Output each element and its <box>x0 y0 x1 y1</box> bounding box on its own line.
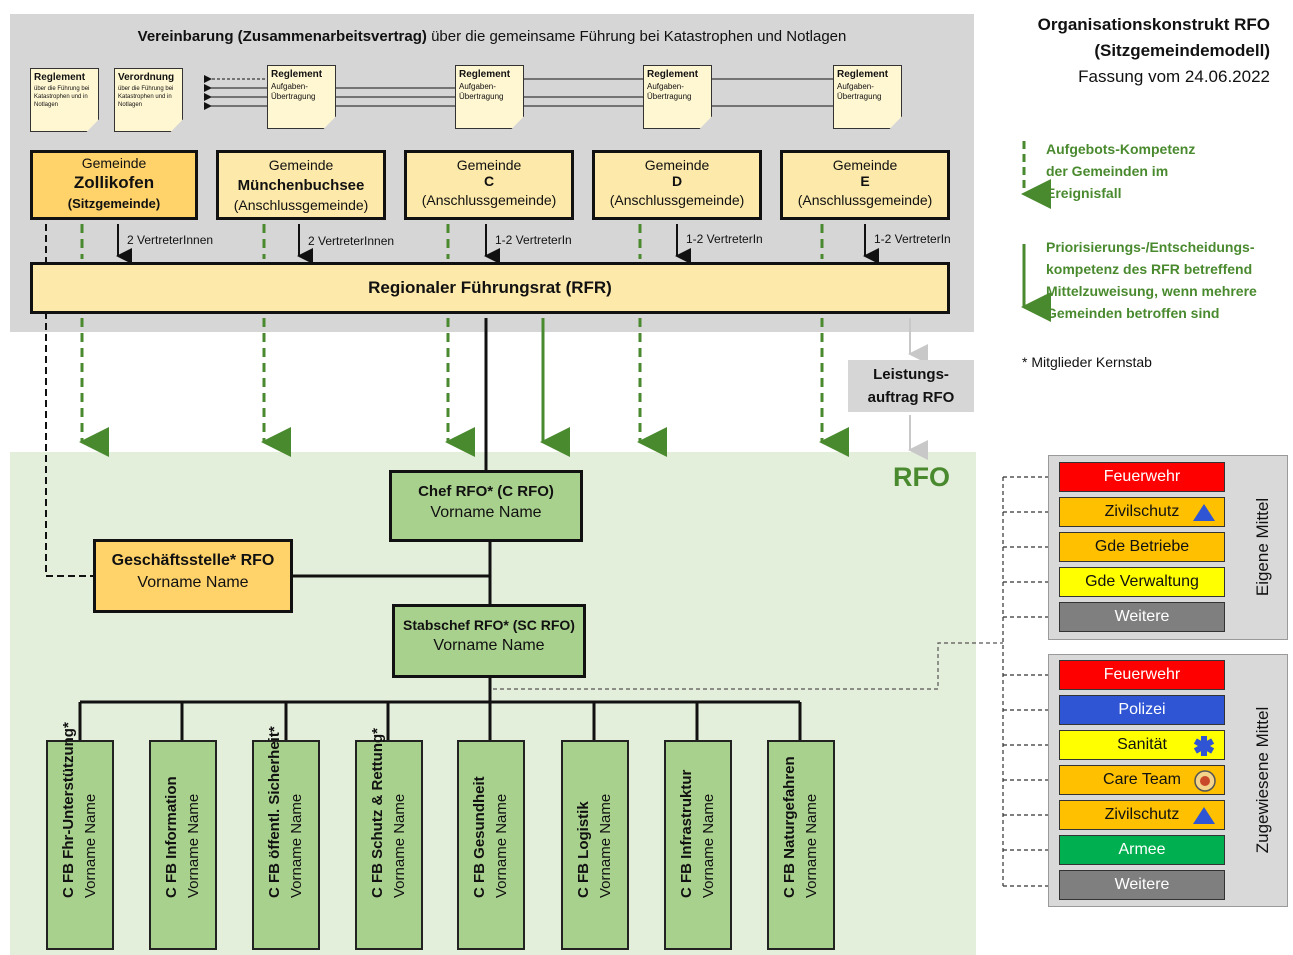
triangle-icon <box>1193 807 1215 824</box>
agreement-title: Vereinbarung (Zusammenarbeitsvertrag) üb… <box>137 28 847 45</box>
document-title: Organisationskonstrukt RFO (Sitzgemeinde… <box>1037 15 1270 86</box>
gemeinde-c: Gemeinde C (Anschlussgemeinde) <box>404 150 574 220</box>
legend-kernstab-note: * Mitglieder Kernstab <box>1022 354 1152 370</box>
resource-polizei: Polizei <box>1059 695 1225 725</box>
resource-armee: Armee <box>1059 835 1225 865</box>
legend-aufgebots-kompetenz: Aufgebots-Kompetenz der Gemeinden im Ere… <box>1046 141 1196 201</box>
resource-weitere-zugewiesen: Weitere <box>1059 870 1225 900</box>
resource-sanitaet: Sanität <box>1059 730 1225 760</box>
regionaler-fuehrungsrat: Regionaler Führungsrat (RFR) <box>30 262 950 314</box>
zugewiesene-mittel-label: Zugewiesene Mittel <box>1253 706 1272 854</box>
sitzgemeinde-dashed-line <box>45 224 93 577</box>
resource-gde-verwaltung: Gde Verwaltung <box>1059 567 1225 597</box>
geschaeftsstelle-name: Vorname Name <box>137 574 249 591</box>
resource-zivilschutz-eigen: Zivilschutz <box>1059 497 1225 527</box>
fachbereich-schutz-rettung: C FB Schutz & Rettung*Vorname Name <box>355 728 423 950</box>
gemeinde-e: Gemeinde E (Anschlussgemeinde) <box>780 150 950 220</box>
geschaeftsstelle-title: Geschäftsstelle* RFO <box>111 552 275 569</box>
gemeinde-d: Gemeinde D (Anschlussgemeinde) <box>592 150 762 220</box>
fachbereich-oeffentl-sicherheit: C FB öffentl. Sicherheit*Vorname Name <box>252 726 320 950</box>
fachbereich-fhr-unterstuetzung: C FB Fhr-Unterstützung*Vorname Name <box>46 722 114 950</box>
chef-rfo-box: Chef RFO* (C RFO) Vorname Name <box>389 470 583 542</box>
rfo-label: RFO <box>893 462 950 492</box>
resource-zivilschutz-zugewiesen: Zivilschutz <box>1059 800 1225 830</box>
leistungsauftrag-box: Leistungs- auftrag RFO <box>848 360 974 412</box>
delegates-label-d: 1-2 VertreterIn <box>686 232 763 246</box>
resource-feuerwehr-zugewiesen: Feuerwehr <box>1059 660 1225 690</box>
resource-gde-betriebe: Gde Betriebe <box>1059 532 1225 562</box>
stabschef-rfo-name: Vorname Name <box>433 637 545 654</box>
org-lines <box>78 318 802 740</box>
green-dashed-top <box>80 224 824 259</box>
resource-care-team: Care Team <box>1059 765 1225 795</box>
chef-rfo-name: Vorname Name <box>430 504 542 521</box>
delegates-label-zollikofen: 2 VertreterInnen <box>127 233 214 247</box>
geschaeftsstelle-box: Geschäftsstelle* RFO Vorname Name <box>93 539 293 613</box>
gemeinde-muenchenbuchsee: Gemeinde Münchenbuchsee (Anschlussgemein… <box>216 150 386 220</box>
chef-rfo-title: Chef RFO* (C RFO) <box>418 483 554 500</box>
delegate-arrows <box>116 224 879 264</box>
delegates-label-muenchenbuchsee: 2 VertreterInnen <box>308 234 395 248</box>
legend-priorisierungs-kompetenz: Priorisierungs-/Entscheidungs- kompetenz… <box>1046 239 1257 321</box>
triangle-icon <box>1193 504 1215 521</box>
care-team-icon <box>1194 770 1216 792</box>
resource-feuerwehr-eigen: Feuerwehr <box>1059 462 1225 492</box>
aufgebot-arrows <box>79 318 849 457</box>
resource-weitere-eigen: Weitere <box>1059 602 1225 632</box>
star-of-life-icon <box>1193 736 1215 756</box>
delegates-label-c: 1-2 VertreterIn <box>495 233 572 247</box>
delegates-label-e: 1-2 VertreterIn <box>874 232 951 246</box>
gemeinde-zollikofen: Gemeinde Zollikofen (Sitzgemeinde) <box>30 150 198 220</box>
stabschef-rfo-box: Stabschef RFO* (SC RFO) Vorname Name <box>392 604 586 678</box>
stabschef-rfo-title: Stabschef RFO* (SC RFO) <box>403 617 575 633</box>
eigene-mittel-label: Eigene Mittel <box>1253 497 1272 597</box>
